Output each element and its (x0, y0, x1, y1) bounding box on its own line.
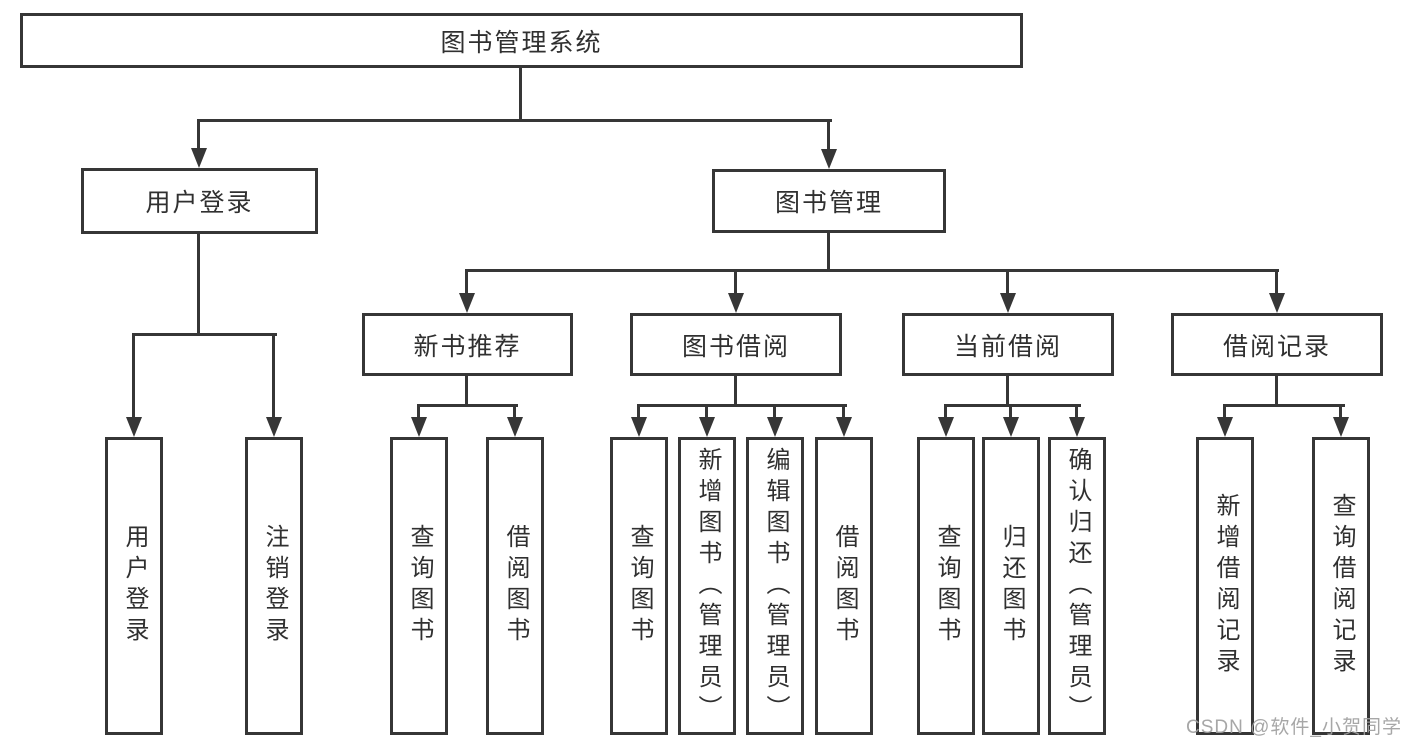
csdn-watermark: CSDN @软件_小贺同学 (1186, 717, 1402, 738)
connector-vline (1006, 376, 1009, 407)
connector-vline (944, 404, 947, 419)
connector-vline (773, 404, 776, 419)
connector-vline (827, 233, 830, 271)
connector-vline (705, 404, 708, 419)
connector-vline (1006, 269, 1009, 295)
leaf-current-confirm-return-admin: 确认归还（管理员） (1048, 437, 1106, 735)
connector-vline (827, 119, 830, 150)
connector-vline (1275, 269, 1278, 295)
arrowhead-down-icon (126, 417, 142, 437)
arrowhead-down-icon (191, 148, 207, 168)
arrowhead-down-icon (938, 417, 954, 437)
connector-vline (637, 404, 640, 419)
connector-hline (417, 404, 518, 407)
node-library-management-system: 图书管理系统 (20, 13, 1023, 68)
connector-vline (1275, 376, 1278, 407)
arrowhead-down-icon (1069, 417, 1085, 437)
connector-vline (734, 376, 737, 407)
arrowhead-down-icon (631, 417, 647, 437)
node-book-management: 图书管理 (712, 169, 946, 233)
node-new-book-recommend: 新书推荐 (362, 313, 573, 376)
connector-vline (272, 333, 275, 419)
arrowhead-down-icon (767, 417, 783, 437)
connector-vline (197, 234, 200, 335)
node-current-borrow: 当前借阅 (902, 313, 1114, 376)
leaf-logout-login: 注销登录 (245, 437, 303, 735)
connector-vline (132, 333, 135, 419)
leaf-newbook-query-books: 查询图书 (390, 437, 448, 735)
connector-vline (465, 269, 468, 295)
leaf-records-query-borrow-record: 查询借阅记录 (1312, 437, 1370, 735)
node-borrow-records: 借阅记录 (1171, 313, 1383, 376)
arrowhead-down-icon (507, 417, 523, 437)
connector-hline (465, 269, 1279, 272)
connector-hline (132, 333, 277, 336)
connector-hline (637, 404, 847, 407)
connector-vline (1075, 404, 1078, 419)
leaf-user-login: 用户登录 (105, 437, 163, 735)
connector-hline (1223, 404, 1345, 407)
connector-hline (944, 404, 1081, 407)
arrowhead-down-icon (1000, 293, 1016, 313)
arrowhead-down-icon (821, 149, 837, 169)
leaf-records-add-borrow-record: 新增借阅记录 (1196, 437, 1254, 735)
arrowhead-down-icon (1217, 417, 1233, 437)
leaf-borrow-borrow-books: 借阅图书 (815, 437, 873, 735)
arrowhead-down-icon (1269, 293, 1285, 313)
arrowhead-down-icon (1003, 417, 1019, 437)
leaf-borrow-edit-books-admin: 编辑图书（管理员） (746, 437, 804, 735)
node-user-login: 用户登录 (81, 168, 318, 234)
arrowhead-down-icon (699, 417, 715, 437)
arrowhead-down-icon (728, 293, 744, 313)
leaf-current-query-books: 查询图书 (917, 437, 975, 735)
node-book-borrow: 图书借阅 (630, 313, 842, 376)
leaf-borrow-add-books-admin: 新增图书（管理员） (678, 437, 736, 735)
connector-vline (734, 269, 737, 295)
connector-vline (1223, 404, 1226, 419)
connector-vline (1009, 404, 1012, 419)
leaf-current-return-books: 归还图书 (982, 437, 1040, 735)
connector-vline (1339, 404, 1342, 419)
leaf-borrow-query-books: 查询图书 (610, 437, 668, 735)
connector-vline (465, 376, 468, 407)
arrowhead-down-icon (1333, 417, 1349, 437)
arrowhead-down-icon (411, 417, 427, 437)
connector-vline (513, 404, 516, 419)
arrowhead-down-icon (836, 417, 852, 437)
leaf-newbook-borrow-books: 借阅图书 (486, 437, 544, 735)
connector-vline (519, 66, 522, 121)
connector-vline (197, 119, 200, 150)
connector-vline (417, 404, 420, 419)
arrowhead-down-icon (459, 293, 475, 313)
connector-vline (842, 404, 845, 419)
arrowhead-down-icon (266, 417, 282, 437)
connector-hline (197, 119, 832, 122)
